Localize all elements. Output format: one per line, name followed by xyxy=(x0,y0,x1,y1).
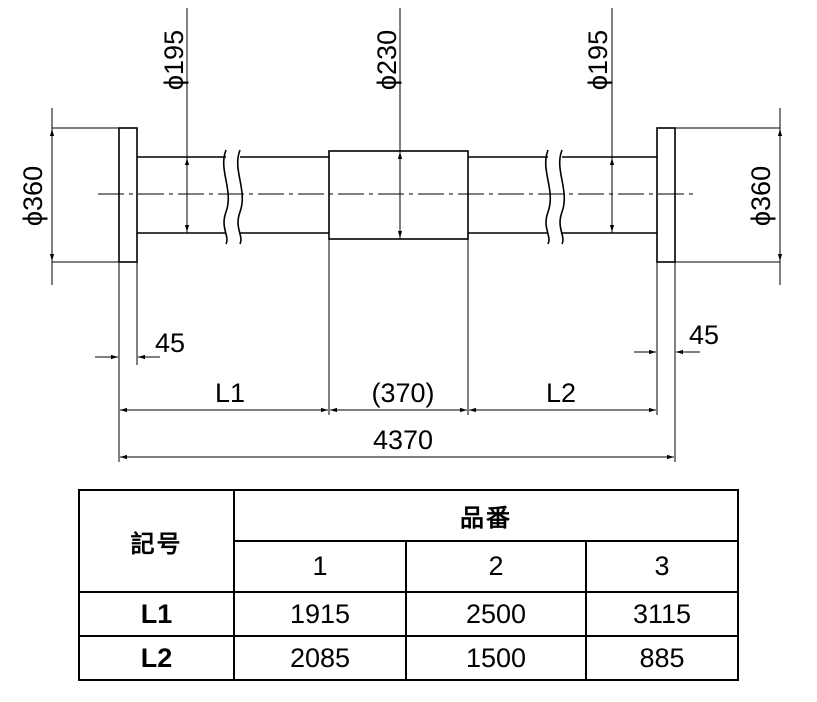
dim-center: ϕ230 xyxy=(372,30,402,90)
dim-pipe-left: ϕ195 xyxy=(159,30,189,90)
left-flange xyxy=(118,127,138,263)
right-flange xyxy=(656,127,676,263)
dim-flange-thk-right: 45 xyxy=(689,320,719,350)
cell-l1-2: 2500 xyxy=(405,591,587,637)
cell-l2-2: 1500 xyxy=(405,635,587,681)
dim-middle: (370) xyxy=(371,378,434,408)
dim-flange-left: ϕ360 xyxy=(18,166,48,226)
dim-overall: 4370 xyxy=(373,425,433,455)
row-label-l2: L2 xyxy=(78,635,235,681)
dimension-lines xyxy=(49,8,783,462)
table-row: L1 1915 2500 3115 xyxy=(78,591,739,637)
dim-flange-right: ϕ360 xyxy=(746,166,776,226)
cell-l2-1: 2085 xyxy=(233,635,407,681)
header-symbol: 記号 xyxy=(78,489,235,593)
part-number-3: 3 xyxy=(585,540,739,593)
cell-l1-3: 3115 xyxy=(585,591,739,637)
row-label-l1: L1 xyxy=(78,591,235,637)
dim-flange-thk-left: 45 xyxy=(155,328,185,358)
table-row: L2 2085 1500 885 xyxy=(78,635,739,681)
pipe-outline xyxy=(118,127,676,263)
dimension-table: 記号 品番 1 2 3 L1 1915 2500 3115 L2 2085 15… xyxy=(78,489,739,681)
header-part-number: 品番 xyxy=(233,489,739,542)
center-section xyxy=(328,150,469,240)
dim-l1: L1 xyxy=(215,378,245,408)
cell-l1-1: 1915 xyxy=(233,591,407,637)
cell-l2-3: 885 xyxy=(585,635,739,681)
break-left-a xyxy=(222,149,230,245)
part-number-1: 1 xyxy=(233,540,407,593)
break-right-b xyxy=(558,149,566,245)
pipe-drawing: ϕ360 ϕ360 ϕ195 ϕ230 ϕ195 45 45 L1 (370) … xyxy=(18,8,783,462)
break-right-a xyxy=(544,149,552,245)
dim-pipe-right: ϕ195 xyxy=(583,30,613,90)
break-left-b xyxy=(236,149,244,245)
part-number-2: 2 xyxy=(405,540,587,593)
dim-l2: L2 xyxy=(546,378,576,408)
